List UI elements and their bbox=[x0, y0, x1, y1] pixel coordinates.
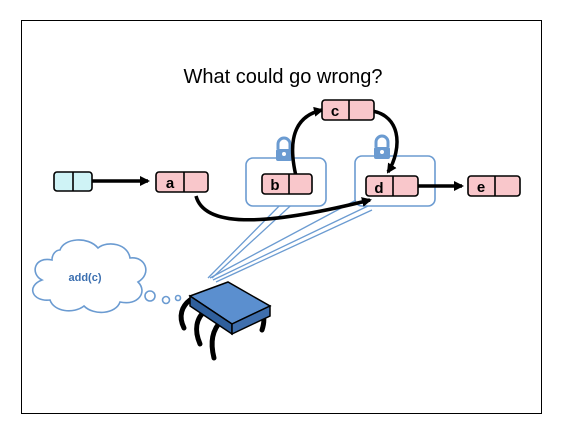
slide-title: What could go wrong? bbox=[183, 66, 383, 88]
thread-view-lines bbox=[207, 194, 373, 283]
node-label-e: e bbox=[477, 179, 485, 196]
list-head-node bbox=[53, 171, 93, 192]
lock-icon-d bbox=[374, 134, 390, 159]
thought-text: add(c) bbox=[69, 272, 102, 284]
node-label-c: c bbox=[331, 103, 339, 120]
node-label-b: b bbox=[270, 177, 279, 194]
list-node-d: d bbox=[365, 175, 419, 197]
list-node-e: e bbox=[467, 175, 521, 197]
thread-chip-icon bbox=[178, 281, 272, 361]
list-node-c: c bbox=[321, 99, 375, 121]
list-node-b: b bbox=[261, 173, 313, 195]
node-label-a: a bbox=[166, 175, 175, 192]
lock-icon-b bbox=[276, 136, 292, 161]
list-node-a: a bbox=[155, 171, 209, 193]
node-label-d: d bbox=[374, 180, 383, 197]
thought-cloud bbox=[31, 239, 182, 314]
